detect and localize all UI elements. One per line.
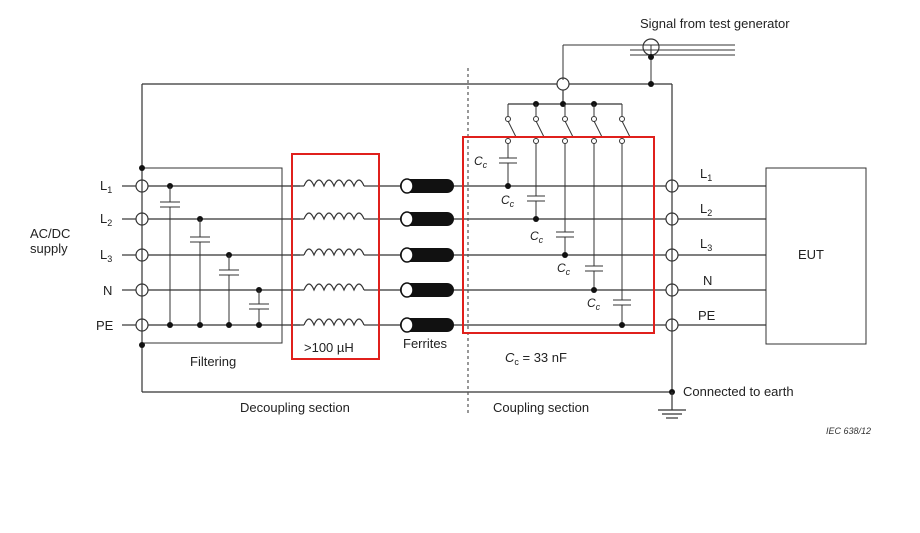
cc-value-label: Cc = 33 nF bbox=[505, 350, 567, 367]
supply-label: supply bbox=[30, 241, 68, 256]
label-l3: L3 bbox=[100, 247, 112, 264]
inductor-icon bbox=[290, 176, 378, 194]
coupling-branches bbox=[499, 104, 631, 328]
ferrite-icon bbox=[400, 282, 454, 298]
switch-icon bbox=[533, 104, 545, 144]
decoupling-section-label: Decoupling section bbox=[240, 400, 350, 415]
junction-dot bbox=[139, 342, 145, 348]
inductor-icon bbox=[290, 315, 378, 333]
row-pe: PE PE bbox=[96, 308, 766, 333]
ground-symbol-icon bbox=[658, 409, 686, 419]
label-n: N bbox=[103, 283, 112, 298]
cc-label-5: Cc bbox=[587, 296, 601, 312]
row-n: N N bbox=[103, 273, 766, 298]
signal-label: Signal from test generator bbox=[640, 16, 790, 31]
inductance-label: >100 µH bbox=[304, 340, 354, 355]
eut-label-n: N bbox=[703, 273, 712, 288]
eut-label-l1: L1 bbox=[700, 166, 712, 183]
connected-earth-label: Connected to earth bbox=[683, 384, 794, 399]
eut-label-pe: PE bbox=[698, 308, 716, 323]
cc-label-2: Cc bbox=[501, 193, 515, 209]
ac-dc-label: AC/DC bbox=[30, 226, 70, 241]
label-l1: L1 bbox=[100, 178, 112, 195]
eut-box bbox=[765, 167, 867, 345]
eut-label: EUT bbox=[798, 247, 824, 262]
cc-label-4: Cc bbox=[557, 261, 571, 277]
filtering-label: Filtering bbox=[190, 354, 236, 369]
inductor-icon bbox=[290, 209, 378, 227]
coupling-section-label: Coupling section bbox=[493, 400, 589, 415]
inductors bbox=[290, 176, 378, 333]
ferrite-icon bbox=[400, 211, 454, 227]
ferrite-icon bbox=[400, 247, 454, 263]
cc-label-1: Cc bbox=[474, 154, 488, 170]
junction-dot bbox=[139, 165, 145, 171]
cc-label-3: Cc bbox=[530, 229, 544, 245]
signal-input-lines bbox=[562, 44, 735, 84]
coupling-highlight-box bbox=[462, 136, 655, 334]
ferrites-label: Ferrites bbox=[403, 336, 448, 351]
label-l2: L2 bbox=[100, 211, 112, 228]
ferrite-icon bbox=[400, 178, 454, 194]
inductor-highlight-box bbox=[291, 153, 380, 360]
switch-icon bbox=[505, 104, 517, 144]
filter-capacitors bbox=[160, 183, 269, 328]
eut-label-l2: L2 bbox=[700, 201, 712, 218]
inductor-icon bbox=[290, 245, 378, 263]
inductor-icon bbox=[290, 280, 378, 298]
junction-dot bbox=[648, 81, 654, 87]
ferrites bbox=[400, 178, 454, 333]
ferrite-icon bbox=[400, 317, 454, 333]
iec-reference: IEC 638/12 bbox=[826, 426, 871, 436]
label-pe: PE bbox=[96, 318, 114, 333]
eut-label-l3: L3 bbox=[700, 236, 712, 253]
junction-dot bbox=[648, 54, 654, 60]
